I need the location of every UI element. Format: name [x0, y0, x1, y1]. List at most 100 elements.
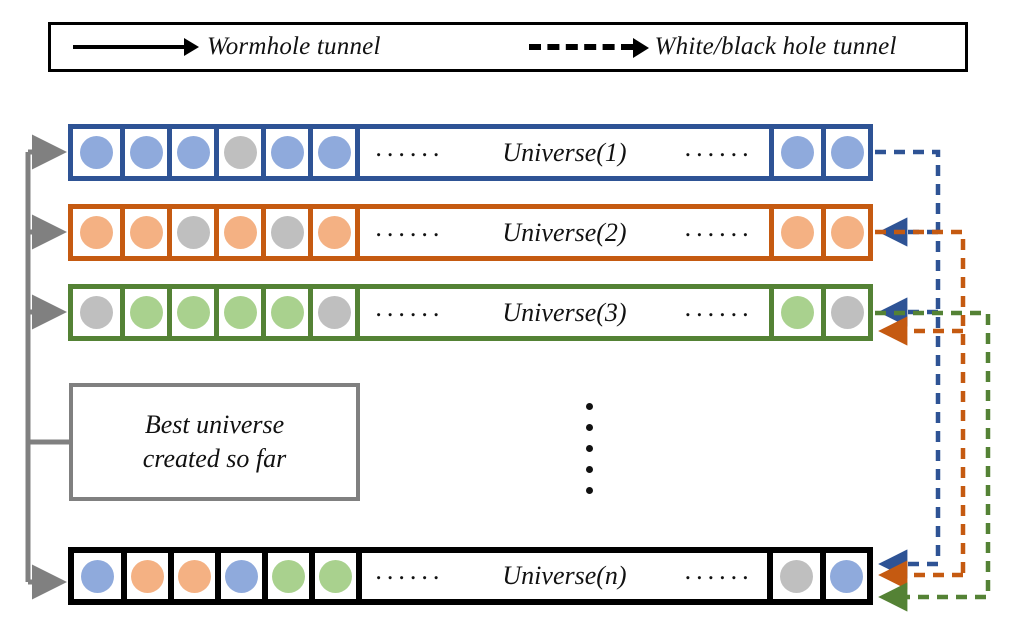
- universe-cell[interactable]: [214, 289, 261, 336]
- planet-dot-gray: [80, 296, 113, 329]
- universe-label: Universe(2): [502, 217, 627, 247]
- planet-dot-blue: [129, 136, 163, 169]
- planet-dot-green: [781, 296, 814, 329]
- universe-tail-cells: [769, 209, 868, 256]
- planet-dot-gray: [223, 136, 257, 169]
- universe-cell[interactable]: [261, 129, 308, 176]
- universe-cell[interactable]: [308, 209, 355, 256]
- planet-dot-orange: [317, 216, 351, 249]
- universe-row-3[interactable]: ......Universe(3)......: [68, 284, 873, 341]
- universe-cell[interactable]: [214, 209, 261, 256]
- legend-item-wormhole: Wormhole tunnel: [73, 33, 381, 61]
- planet-dot-orange: [131, 559, 164, 593]
- best-universe-box[interactable]: Best universe created so far: [69, 383, 360, 501]
- planet-dot-green: [319, 559, 352, 593]
- universe-cell[interactable]: [215, 553, 262, 599]
- universe-row-n[interactable]: ......Universe(n)......: [68, 547, 873, 605]
- universe-cell[interactable]: [308, 129, 355, 176]
- ellipsis-left: ......: [375, 292, 445, 322]
- ellipsis-right: ......: [684, 556, 754, 585]
- planet-dot-blue: [270, 136, 304, 169]
- planet-dot-blue: [830, 136, 864, 169]
- universe-cell[interactable]: [167, 289, 214, 336]
- planet-dot-green: [223, 296, 257, 329]
- universe-cell[interactable]: [167, 129, 214, 176]
- universe-cell[interactable]: [120, 129, 167, 176]
- universe-label-area: ......Universe(3)......: [355, 289, 769, 336]
- planet-dot-gray: [317, 296, 351, 329]
- universe-label-area: ......Universe(n)......: [356, 553, 767, 599]
- universe-label: Universe(n): [502, 561, 627, 590]
- universe-cell[interactable]: [309, 553, 356, 599]
- ellipsis-dot: [586, 487, 593, 494]
- universe-cell[interactable]: [73, 129, 120, 176]
- ellipsis-right: ......: [684, 132, 754, 162]
- dashed-arrow-icon: [528, 38, 649, 58]
- universe-cell[interactable]: [821, 209, 868, 256]
- planet-dot-blue: [81, 559, 114, 593]
- universe-cell[interactable]: [773, 553, 820, 599]
- universe-cell[interactable]: [73, 209, 120, 256]
- universe-cell[interactable]: [121, 553, 168, 599]
- planet-dot-green: [270, 296, 304, 329]
- tunnel-green: [875, 310, 991, 612]
- legend-item-whiteblackhole: White/black hole tunnel: [528, 33, 897, 61]
- planet-dot-green: [272, 559, 305, 593]
- universe-row-1[interactable]: ...... Universe(1)......: [68, 124, 873, 181]
- universe-cell[interactable]: [262, 553, 309, 599]
- ellipsis-left: ......: [375, 132, 445, 162]
- planet-dot-blue: [781, 136, 814, 169]
- planet-dot-blue: [225, 559, 258, 593]
- best-universe-text: Best universe created so far: [143, 408, 286, 477]
- universe-cell[interactable]: [120, 209, 167, 256]
- universe-tail-cells: [769, 129, 868, 176]
- tunnel-green-to-un: [875, 310, 991, 612]
- ellipsis-left: ......: [375, 212, 445, 242]
- vertical-ellipsis: [586, 396, 593, 501]
- universe-tail-cells: [769, 289, 868, 336]
- planet-dot-green: [129, 296, 163, 329]
- universe-cell[interactable]: [73, 289, 120, 336]
- universe-cell[interactable]: [214, 129, 261, 176]
- ellipsis-dot: [586, 466, 593, 473]
- universe-cell[interactable]: [261, 289, 308, 336]
- universe-cell[interactable]: [820, 553, 867, 599]
- planet-dot-orange: [781, 216, 814, 249]
- universe-cell[interactable]: [774, 129, 821, 176]
- planet-dot-orange: [129, 216, 163, 249]
- universe-cell[interactable]: [774, 209, 821, 256]
- ellipsis-dot: [586, 403, 593, 410]
- universe-cell[interactable]: [261, 209, 308, 256]
- legend-label-whiteblackhole: White/black hole tunnel: [654, 33, 897, 60]
- best-universe-line2: created so far: [142, 444, 287, 473]
- universe-cell[interactable]: [168, 553, 215, 599]
- universe-cell[interactable]: [74, 553, 121, 599]
- wormhole-trunk: [25, 149, 69, 585]
- universe-cell[interactable]: [308, 289, 355, 336]
- tunnel-blue: [875, 149, 941, 579]
- universe-label: Universe(1): [502, 137, 627, 167]
- universe-tail-cells: [767, 553, 867, 599]
- universe-label-area: ...... Universe(1)......: [355, 129, 769, 176]
- universe-cell[interactable]: [167, 209, 214, 256]
- planet-dot-orange: [80, 216, 113, 249]
- universe-row-2[interactable]: ......Universe(2)......: [68, 204, 873, 261]
- ellipsis-dot: [586, 424, 593, 431]
- planet-dot-green: [176, 296, 210, 329]
- universe-cell[interactable]: [821, 129, 868, 176]
- solid-arrow-icon: [73, 38, 199, 56]
- universe-cell[interactable]: [120, 289, 167, 336]
- planet-dot-blue: [317, 136, 351, 169]
- universe-cell[interactable]: [774, 289, 821, 336]
- planet-dot-orange: [178, 559, 211, 593]
- tunnel-blue-spine: [875, 149, 941, 564]
- universe-cell[interactable]: [821, 289, 868, 336]
- planet-dot-blue: [176, 136, 210, 169]
- planet-dot-gray: [830, 296, 864, 329]
- planet-dot-orange: [223, 216, 257, 249]
- planet-dot-blue: [830, 559, 863, 593]
- legend-label-wormhole: Wormhole tunnel: [207, 33, 381, 60]
- planet-dot-gray: [270, 216, 304, 249]
- tunnel-orange: [875, 229, 966, 590]
